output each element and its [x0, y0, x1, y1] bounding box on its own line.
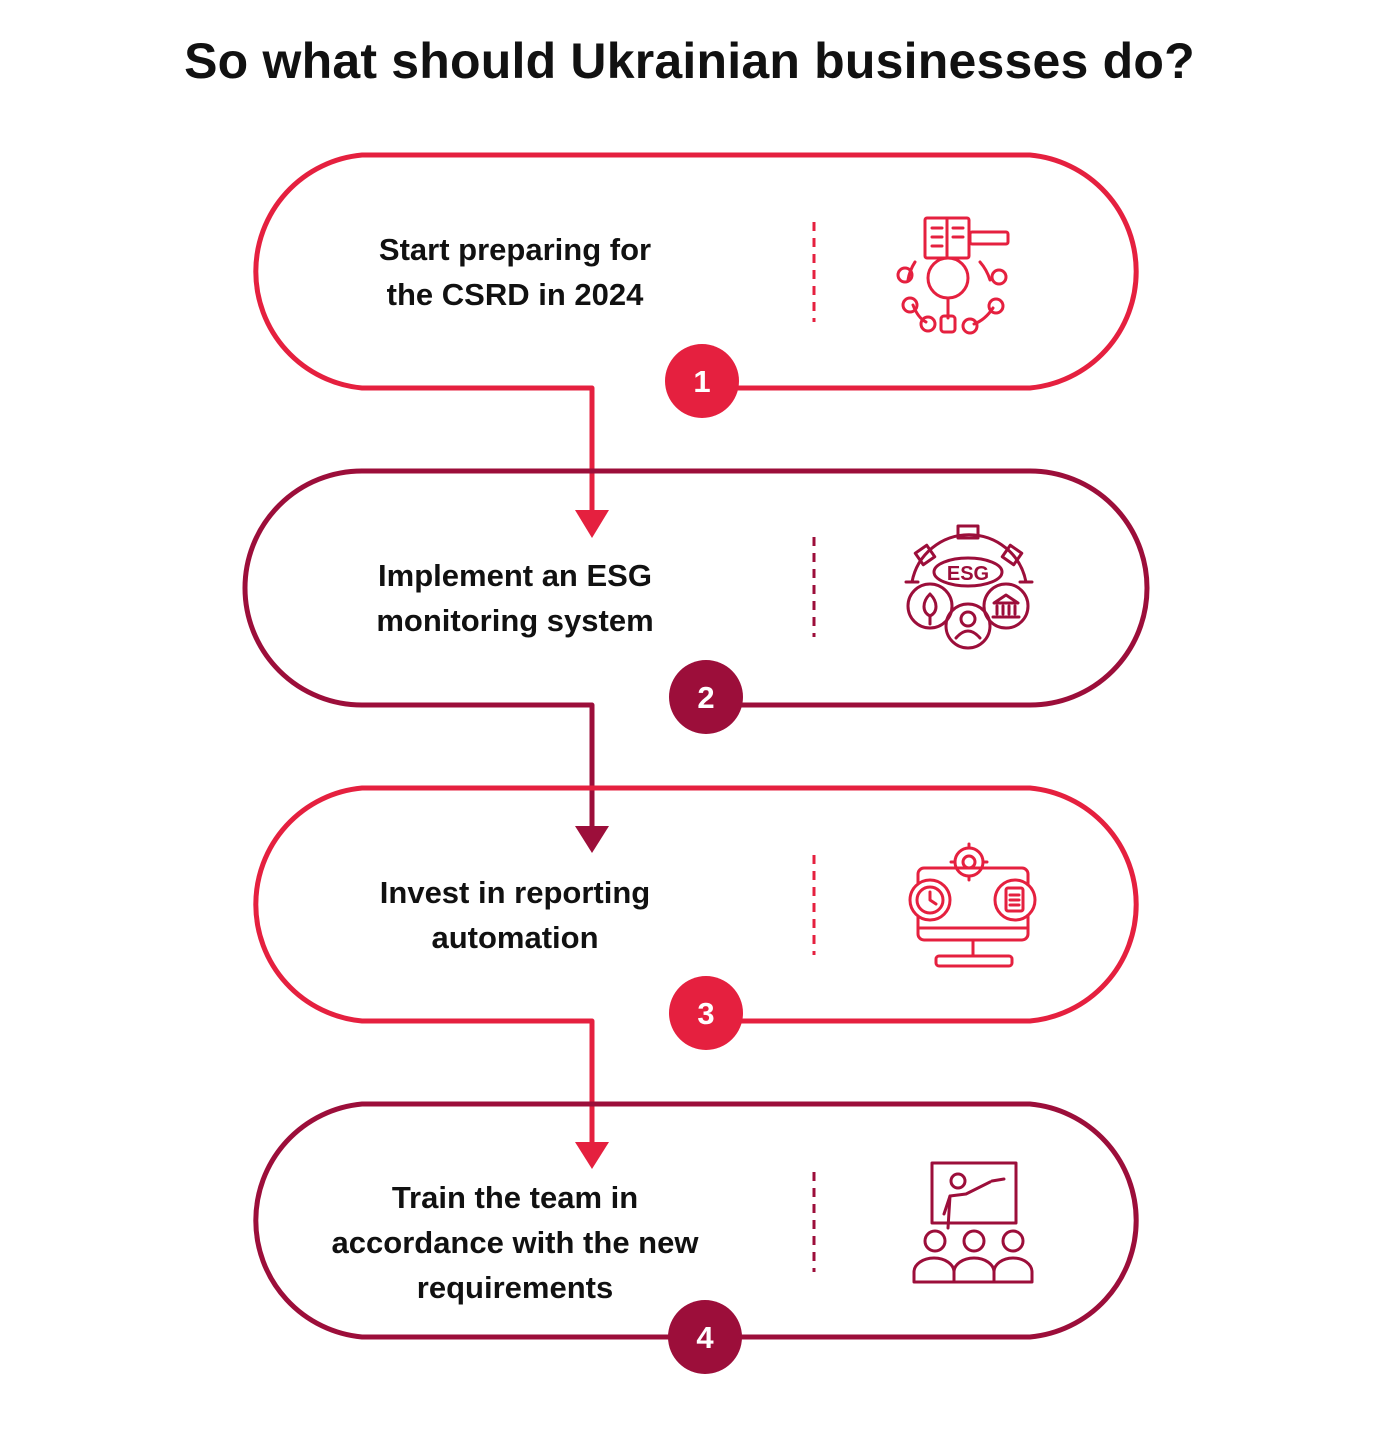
step-1-card	[253, 152, 1139, 418]
step-2-number: 2	[697, 680, 714, 715]
step-4-badge	[668, 1300, 742, 1374]
step-3-number: 3	[697, 996, 714, 1031]
connector-2-3	[575, 705, 609, 853]
step-3-text: Invest in reporting automation	[379, 875, 651, 955]
step-3-badge	[669, 976, 743, 1050]
page-title: So what should Ukrainian businesses do?	[184, 33, 1195, 89]
automation-monitor-icon	[908, 842, 1037, 968]
step-3-card	[253, 785, 1139, 1050]
step-4-text: Train the team in accordance with the ne…	[331, 1180, 699, 1305]
step-1-badge	[665, 344, 739, 418]
connector-1-2	[575, 388, 609, 538]
step-1-number: 1	[693, 364, 710, 399]
step-2-card	[242, 468, 1150, 734]
esg-gear-icon: ESG	[904, 524, 1034, 650]
connector-3-4	[575, 1021, 609, 1169]
svg-text:ESG: ESG	[947, 563, 989, 585]
training-presentation-icon	[912, 1161, 1034, 1284]
step-4-card	[253, 1101, 1139, 1374]
step-4-number: 4	[696, 1320, 714, 1355]
research-network-icon	[896, 216, 1010, 335]
step-2-text: Implement an ESG monitoring system	[376, 558, 654, 638]
step-2-badge	[669, 660, 743, 734]
step-1-text: Start preparing for the CSRD in 2024	[378, 232, 652, 312]
